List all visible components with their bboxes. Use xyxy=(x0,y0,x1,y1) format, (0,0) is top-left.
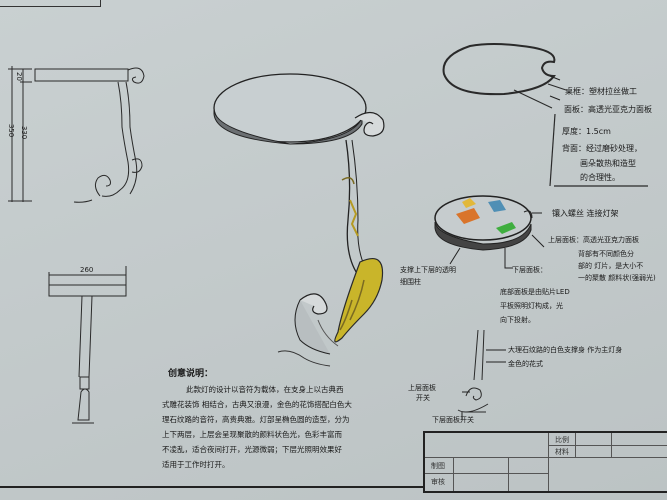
top-plan-drawing xyxy=(442,43,648,187)
front-elevation-drawing xyxy=(48,266,127,424)
note-thickness: 厚度：1.5cm xyxy=(562,127,611,136)
note-panel: 面板：高透光亚克力面板 xyxy=(564,105,652,114)
note-upper-panel-3: 部的 灯片，是大小不 xyxy=(578,262,644,270)
note-lower-panel: 下层面板： xyxy=(512,266,547,274)
note-upper-panel-4: 一的聚散 颜料状(强弱光) xyxy=(578,274,656,282)
leg-detail-drawing xyxy=(457,329,489,413)
description-title: 创意说明： xyxy=(168,369,214,379)
note-support: 支撑上下层的透明 xyxy=(400,266,456,274)
tb-review-label: 审核 xyxy=(431,478,445,486)
description-line: 不凌乱，适合夜间打开，光源微弱；下层光照明效果好 xyxy=(162,445,342,454)
dim-total-height: 350 xyxy=(7,123,16,138)
note-upper-panel-2: 背部有不同颜色分 xyxy=(578,250,634,258)
dim-top-thickness: 20 xyxy=(14,72,23,81)
description-line: 适用于工作时打开。 xyxy=(162,460,230,469)
description-line: 此款灯的设计以音符为载体，在支身上以古典西 xyxy=(186,385,344,394)
note-gold: 金色的花式 xyxy=(508,360,543,368)
tb-divider xyxy=(425,457,667,458)
title-block: 比例 材料 制图 审核 xyxy=(423,431,667,493)
tb-divider xyxy=(611,433,612,457)
tb-divider xyxy=(508,457,509,491)
annotation-arrows xyxy=(449,75,561,420)
tb-divider xyxy=(453,457,454,491)
note-embed: 镶入螺丝 连接灯架 xyxy=(552,209,619,218)
bottom-rule xyxy=(0,486,423,488)
side-elevation-drawing xyxy=(8,66,145,203)
note-back-3: 的合理性。 xyxy=(580,173,620,182)
sheet-frame-corner xyxy=(0,0,101,7)
note-back: 背面：经过磨砂处理， xyxy=(562,144,642,153)
tb-divider xyxy=(548,433,549,491)
note-frame: 桌框：塑材拉丝做工 xyxy=(565,87,637,96)
note-support-2: 细围柱 xyxy=(400,278,421,286)
tb-scale-label: 比例 xyxy=(555,436,569,444)
description-line: 式雕花装饰 相结合，古典又浪漫，金色的花饰搭配白色大 xyxy=(162,400,352,409)
dim-leg-height: 330 xyxy=(20,125,29,140)
dim-top-width: 260 xyxy=(80,266,94,274)
tb-divider xyxy=(575,433,576,457)
description-line: 理石纹路的音符，高贵典雅。灯部呈椭色圆的造型，分为 xyxy=(162,415,350,424)
tb-drawn-label: 制图 xyxy=(431,462,445,470)
note-lower-panel-4: 向下投射。 xyxy=(500,316,535,324)
note-upper-panel: 上层面板：高透光亚克力面板 xyxy=(548,236,639,244)
description-body: 此款灯的设计以音符为载体，在支身上以古典西 式雕花装饰 相结合，古典又浪漫，金色… xyxy=(162,382,412,472)
note-upper-switch: 上层面板 xyxy=(408,384,436,392)
description-line: 上下两层，上层会呈现聚散的颜料状色光，色彩丰富而 xyxy=(162,430,342,439)
note-lower-switch: 下层面板开关 xyxy=(432,416,474,424)
note-lower-panel-2: 底部面板是由贴片LED xyxy=(500,288,570,296)
main-lamp-drawing xyxy=(213,73,385,367)
note-marble: 大理石纹路的白色支撑身 作为主灯身 xyxy=(508,346,623,354)
tb-material-label: 材料 xyxy=(555,448,569,456)
tb-divider xyxy=(425,473,548,474)
note-back-2: 画朵散热和造型 xyxy=(580,159,636,168)
round-lamp-drawing xyxy=(434,195,533,251)
tb-divider xyxy=(548,445,667,446)
note-lower-panel-3: 平板照明灯构成，光 xyxy=(500,302,563,310)
note-upper-switch-2: 开关 xyxy=(416,394,430,402)
